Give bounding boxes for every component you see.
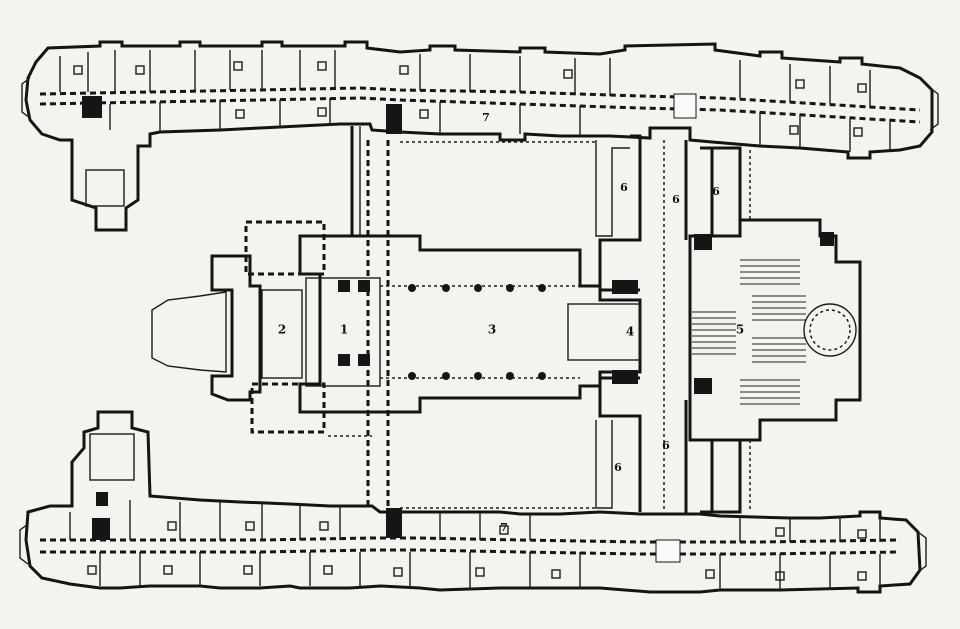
room-label-3: 3 bbox=[488, 323, 496, 337]
bottom-wing-stair-right bbox=[655, 539, 681, 563]
hall-1-pier-ne bbox=[358, 280, 370, 292]
auditorium-stair-nw bbox=[694, 234, 712, 250]
bottom-wing-corridor-upper bbox=[40, 536, 901, 544]
east-corridor-wall-west-lower bbox=[598, 376, 642, 512]
room-label-6-n: 6 bbox=[672, 193, 680, 206]
sw-pavilion bbox=[250, 382, 326, 434]
top-wing-stair-right bbox=[673, 93, 697, 119]
central-hall-outline bbox=[298, 234, 642, 414]
west-entrance-block bbox=[210, 254, 262, 402]
bottom-wing-outer-wall bbox=[24, 410, 922, 594]
nw-pavilion bbox=[244, 220, 326, 276]
hall-1-pier-sw bbox=[338, 354, 350, 366]
east-block-lower bbox=[700, 440, 742, 514]
hall-3-columns bbox=[408, 284, 546, 380]
auditorium bbox=[688, 218, 862, 442]
top-wing-stair-left bbox=[82, 96, 102, 118]
top-wing-bay-right bbox=[929, 87, 939, 131]
east-blocks bbox=[700, 146, 751, 514]
room-label-2: 2 bbox=[278, 323, 286, 337]
auditorium-stair-sw bbox=[694, 378, 712, 394]
bottom-wing bbox=[19, 410, 927, 594]
room-label-6-nw: 6 bbox=[620, 181, 628, 194]
hall-1-room bbox=[305, 277, 381, 387]
bottom-wing-fixtures bbox=[87, 521, 867, 581]
auditorium-foyer-steps bbox=[692, 311, 736, 355]
room-label-6-s: 6 bbox=[662, 439, 670, 452]
bottom-wing-stair-left bbox=[92, 518, 110, 540]
room-4-stair-north bbox=[612, 280, 638, 294]
auditorium-seating-lower bbox=[740, 337, 806, 405]
auditorium-rotunda-inner bbox=[809, 309, 851, 351]
hall-1-pier-nw bbox=[338, 280, 350, 292]
top-wing-corridor-upper bbox=[39, 86, 921, 112]
room-4-stair-south bbox=[612, 370, 638, 384]
hall-2-room bbox=[261, 289, 303, 379]
auditorium-seating-upper bbox=[740, 259, 806, 321]
courtyard-edges bbox=[328, 141, 596, 509]
room-labels: 1 2 3 4 5 6 6 6 6 6 7 7 bbox=[278, 111, 744, 534]
room-label-4: 4 bbox=[626, 325, 634, 339]
hall-1-pier-se bbox=[358, 354, 370, 366]
room-label-6-ne: 6 bbox=[712, 185, 720, 198]
bottom-wing-bay-left bbox=[19, 523, 29, 565]
room-4-vestibule bbox=[567, 303, 641, 361]
top-wing-outer-wall bbox=[24, 40, 934, 232]
top-wing-annex bbox=[85, 169, 125, 207]
bottom-wing-stair-mid bbox=[386, 508, 402, 538]
room-label-5: 5 bbox=[736, 323, 744, 337]
room-label-1: 1 bbox=[340, 323, 348, 337]
connector-left bbox=[350, 126, 390, 506]
room-label-7-north: 7 bbox=[482, 111, 490, 124]
top-wing-bay-left bbox=[21, 77, 31, 119]
room-label-6-sw: 6 bbox=[614, 461, 622, 474]
court-east-wall-upper bbox=[595, 140, 630, 237]
west-entrance-portico bbox=[151, 291, 227, 373]
top-wing-stair-mid bbox=[386, 104, 402, 134]
top-wing-corridor-lower bbox=[39, 96, 921, 124]
bottom-wing-annex bbox=[89, 433, 135, 481]
central-building bbox=[151, 220, 642, 434]
bottom-wing-annex-stair bbox=[96, 492, 108, 506]
bottom-wing-bay-right bbox=[917, 531, 927, 573]
auditorium-stair-ne bbox=[820, 232, 834, 246]
room-label-7-south: 7 bbox=[500, 521, 508, 534]
court-east-wall-lower bbox=[595, 420, 613, 509]
top-wing bbox=[21, 40, 939, 232]
auditorium-outline bbox=[688, 218, 862, 442]
top-wing-fixtures bbox=[73, 61, 867, 137]
east-block-upper bbox=[700, 146, 742, 236]
top-wing-partitions bbox=[59, 50, 891, 152]
auditorium-rotunda bbox=[803, 303, 857, 357]
bottom-wing-partitions bbox=[69, 500, 881, 590]
east-corridor-wall-west bbox=[598, 134, 642, 292]
